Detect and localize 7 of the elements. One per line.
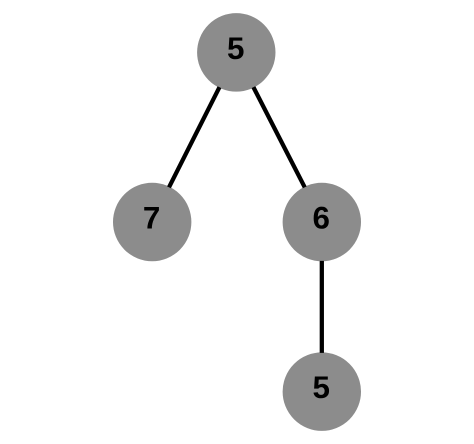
connector xyxy=(320,260,324,353)
connector xyxy=(251,86,307,188)
node-circle: 5 xyxy=(197,13,276,92)
node-circle: 6 xyxy=(282,182,362,262)
node-circle: 5 xyxy=(282,352,362,431)
connector xyxy=(167,86,222,188)
node-circle: 7 xyxy=(112,182,192,262)
